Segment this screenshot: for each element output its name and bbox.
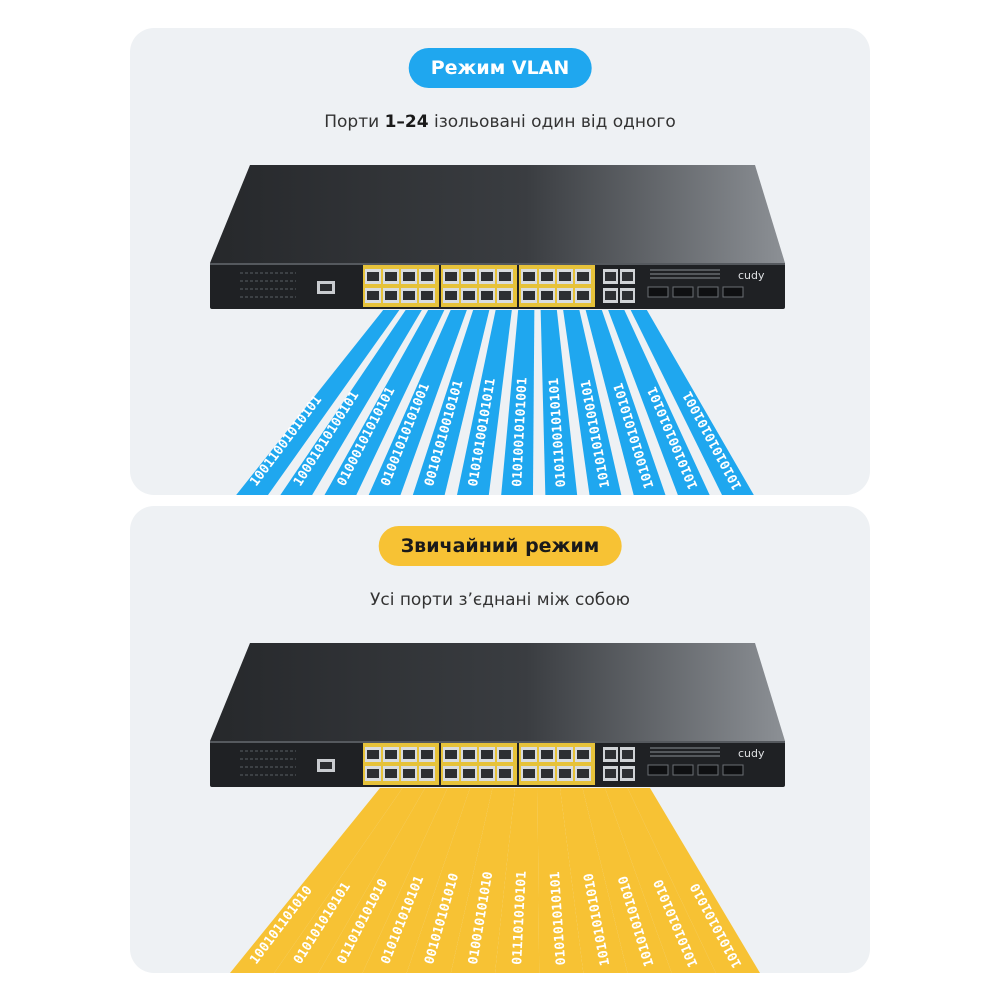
network-switch-image: cudy xyxy=(210,643,785,787)
brand-logo: cudy xyxy=(738,269,765,282)
vlan-mode-caption: Порти 1–24 ізольовані один від одного xyxy=(324,112,676,132)
data-stream-band xyxy=(540,310,578,495)
data-stream-band xyxy=(406,788,493,973)
data-stream-band xyxy=(230,788,403,973)
normal-data-stream: 1001011010100101010101010110101010100101… xyxy=(230,788,760,973)
data-stream-band xyxy=(280,310,422,495)
data-stream-band xyxy=(318,788,448,973)
data-stream-band xyxy=(495,788,540,973)
binary-stream-text: 010101010101 xyxy=(548,871,569,966)
binary-stream-text: 011101010101 xyxy=(510,870,530,965)
normal-mode-caption: Усі порти з’єднані між собою xyxy=(369,590,630,610)
data-stream-band xyxy=(274,788,425,973)
data-stream-band xyxy=(630,310,754,495)
binary-stream-text: 01011001010101 xyxy=(547,377,569,488)
data-stream-band xyxy=(457,310,512,495)
data-stream-band xyxy=(324,310,445,495)
data-stream-band xyxy=(627,788,760,973)
vlan-data-streams: 1001100101010110001010100101010001010101… xyxy=(236,310,754,495)
data-stream-band xyxy=(362,788,470,973)
data-stream-band xyxy=(608,310,710,495)
binary-stream-text: 01010010101001 xyxy=(510,377,530,487)
data-stream-band xyxy=(450,788,515,973)
data-stream-band xyxy=(563,310,622,495)
data-stream-band xyxy=(605,788,716,973)
data-stream-band xyxy=(537,788,584,973)
brand-logo: cudy xyxy=(738,747,765,760)
network-switch-image: cudy xyxy=(210,165,785,309)
data-stream-band xyxy=(501,310,535,495)
data-stream-band xyxy=(236,310,400,495)
data-stream-band xyxy=(560,788,628,973)
data-stream-band xyxy=(412,310,490,495)
vlan-mode-badge: Режим VLAN xyxy=(408,48,592,88)
data-stream-band xyxy=(585,310,666,495)
data-stream-band xyxy=(368,310,467,495)
normal-mode-badge: Звичайний режим xyxy=(378,526,622,566)
data-stream-band xyxy=(582,788,672,973)
